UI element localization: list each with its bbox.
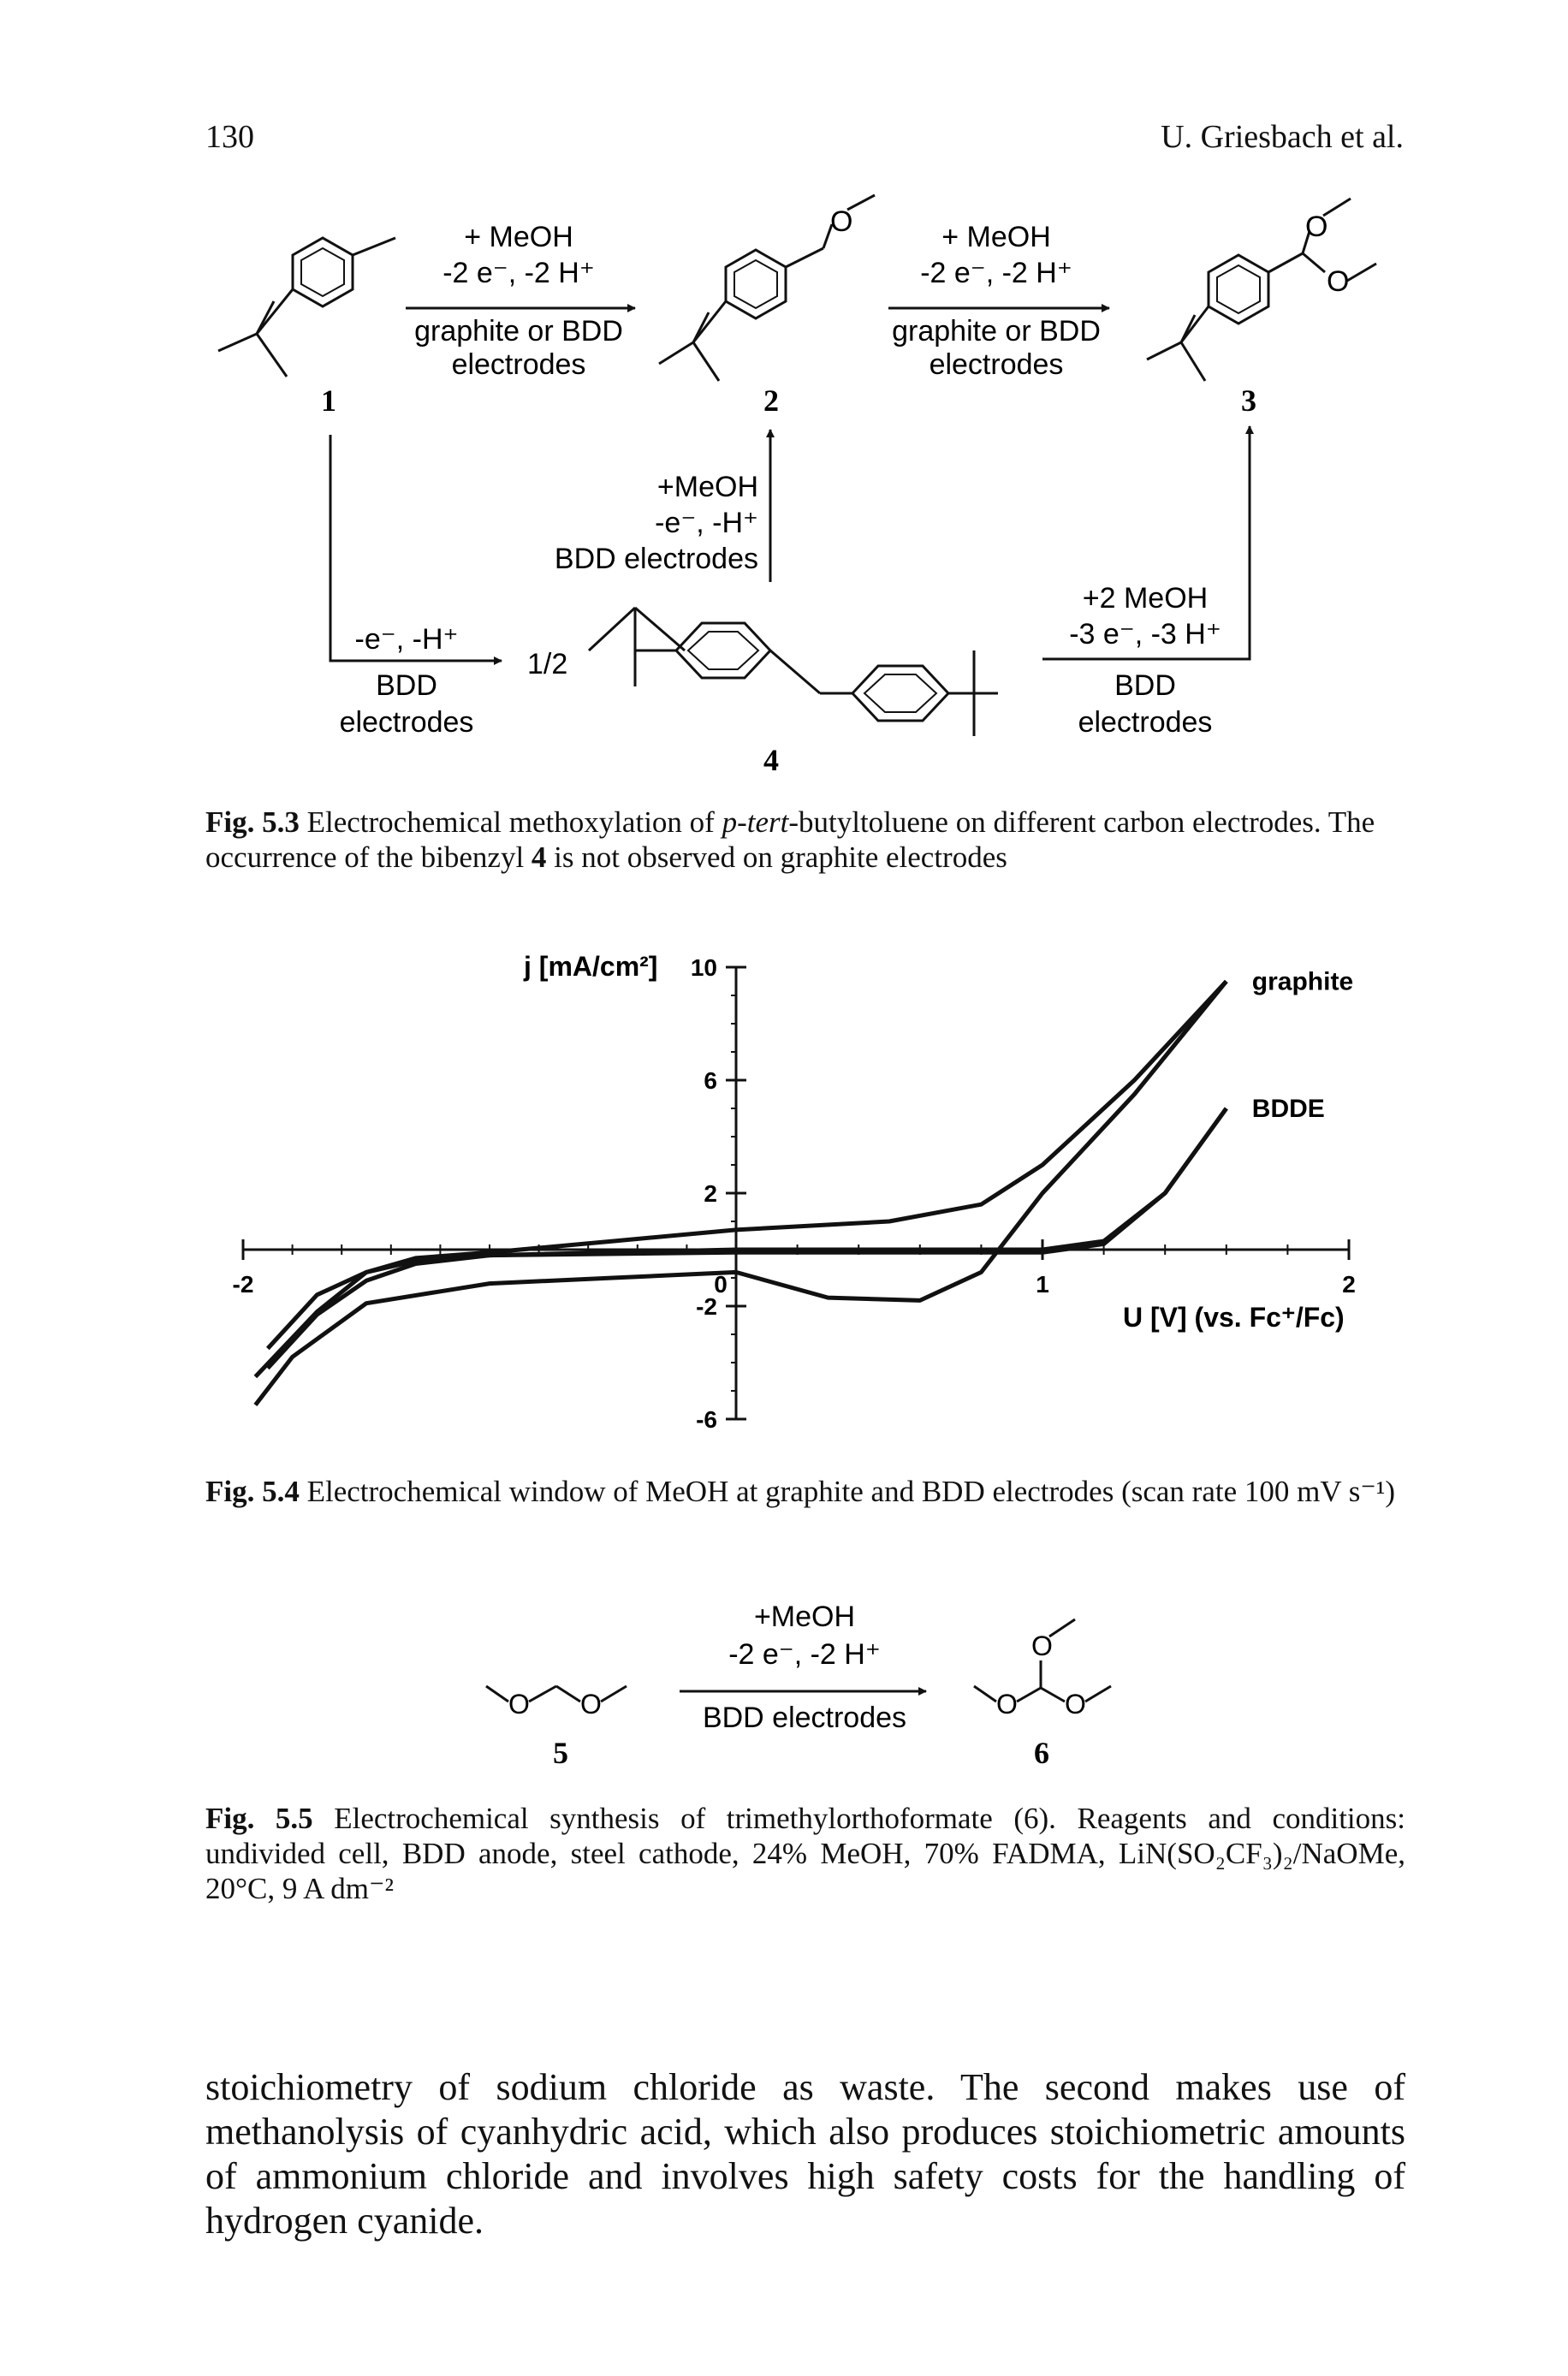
oxygen-atom-5b: O bbox=[580, 1689, 602, 1720]
y-axis-title: j [mA/cm²] bbox=[523, 951, 657, 982]
oxygen-atom-5a: O bbox=[508, 1689, 530, 1720]
caption-text-c: is not observed on graphite electrodes bbox=[554, 841, 1007, 874]
compound-label-5: 5 bbox=[553, 1736, 568, 1770]
caption-compound: 4 bbox=[531, 841, 547, 874]
bdde-reverse-scan bbox=[265, 1107, 1228, 1370]
x-tick-label: -2 bbox=[233, 1271, 254, 1298]
step-up-right-reagent: +2 MeOH bbox=[1083, 582, 1208, 615]
graphite-reverse-scan bbox=[253, 979, 1228, 1407]
step-up-right-electrons: -3 e⁻, -3 H⁺ bbox=[1069, 618, 1221, 650]
half-coefficient: 1/2 bbox=[527, 648, 567, 680]
oxygen-atom-6b: O bbox=[1065, 1689, 1086, 1720]
x-tick-label: 2 bbox=[1342, 1271, 1356, 1298]
step2-reagent: + MeOH bbox=[941, 221, 1051, 253]
caption-label: Fig. 5.5 bbox=[205, 1802, 313, 1835]
compound-label-3: 3 bbox=[1241, 383, 1256, 418]
oxygen-atom-c3-bottom: O bbox=[1327, 265, 1349, 298]
figure-caption-5-5: Fig. 5.5 Electrochemical synthesis of tr… bbox=[205, 1801, 1405, 1906]
compound-label-1: 1 bbox=[321, 383, 336, 418]
oxygen-atom-6c: O bbox=[1031, 1631, 1053, 1661]
scheme55-reagent: +MeOH bbox=[754, 1601, 855, 1633]
compound-label-4: 4 bbox=[763, 743, 779, 777]
oxygen-atom-c2: O bbox=[830, 205, 852, 238]
caption-text: Electrochemical synthesis of trimethylor… bbox=[205, 1802, 1405, 1905]
step2-condition-2: electrodes bbox=[930, 348, 1064, 381]
step2-electrons: -2 e⁻, -2 H⁺ bbox=[920, 257, 1072, 289]
step-up-mid-electrons: -e⁻, -H⁺ bbox=[655, 507, 758, 539]
y-tick-label: -6 bbox=[696, 1406, 717, 1433]
figure-caption-5-3: Fig. 5.3 Electrochemical methoxylation o… bbox=[205, 805, 1405, 875]
y-tick-label: -2 bbox=[696, 1293, 717, 1320]
graphite-forward-scan bbox=[253, 979, 1228, 1379]
figure-caption-5-4: Fig. 5.4 Electrochemical window of MeOH … bbox=[205, 1474, 1405, 1509]
step-up-mid-reagent: +MeOH bbox=[657, 471, 758, 503]
step2-condition-1: graphite or BDD bbox=[892, 315, 1101, 347]
scheme-fig-5-5: O O O O O +MeOH -2 e⁻, -2 H⁺ BDD electro… bbox=[485, 1601, 1112, 1770]
y-tick-label: 2 bbox=[704, 1180, 717, 1207]
step1-condition-1: graphite or BDD bbox=[414, 315, 623, 347]
scheme55-electrons: -2 e⁻, -2 H⁺ bbox=[728, 1638, 881, 1671]
caption-text-a: Electrochemical methoxylation of bbox=[306, 805, 715, 839]
scheme-fig-5-3: O O O + MeOH -2 e⁻, -2 H⁺ graphite or BD… bbox=[217, 193, 1377, 777]
step-down-left-condition-2: electrodes bbox=[340, 706, 474, 739]
oxygen-atom-c3-top: O bbox=[1305, 211, 1327, 243]
series-label-graphite: graphite bbox=[1252, 968, 1353, 996]
scheme55-condition: BDD electrodes bbox=[703, 1702, 906, 1734]
step-down-left-electrons: -e⁻, -H⁺ bbox=[355, 623, 459, 656]
page-number: 130 bbox=[205, 119, 254, 155]
caption-label: Fig. 5.4 bbox=[205, 1475, 300, 1508]
x-axis-title: U [V] (vs. Fc⁺/Fc) bbox=[1123, 1302, 1345, 1333]
step1-electrons: -2 e⁻, -2 H⁺ bbox=[442, 257, 595, 289]
step1-reagent: + MeOH bbox=[464, 221, 573, 253]
step-up-right-condition-2: electrodes bbox=[1078, 706, 1213, 739]
oxygen-atom-6a: O bbox=[996, 1689, 1018, 1720]
step-up-mid-condition: BDD electrodes bbox=[555, 543, 758, 575]
series-label-bdde: BDDE bbox=[1252, 1095, 1325, 1123]
running-head-authors: U. Griesbach et al. bbox=[1161, 119, 1404, 155]
x-tick-label: 1 bbox=[1036, 1271, 1049, 1298]
y-tick-label: 10 bbox=[691, 954, 717, 981]
step-up-right-condition-1: BDD bbox=[1114, 669, 1176, 702]
compound-label-6: 6 bbox=[1034, 1736, 1049, 1770]
body-paragraph: stoichiometry of sodium chloride as wast… bbox=[205, 2066, 1405, 2242]
step-down-left-condition-1: BDD bbox=[376, 669, 437, 702]
caption-text: Electrochemical window of MeOH at graphi… bbox=[306, 1475, 1395, 1508]
x-tick-label: 0 bbox=[714, 1271, 728, 1298]
step1-condition-2: electrodes bbox=[452, 348, 586, 381]
caption-label: Fig. 5.3 bbox=[205, 805, 300, 839]
y-tick-label: 6 bbox=[704, 1067, 717, 1094]
caption-text-b: -butyltoluene on different carbon electr… bbox=[205, 805, 1375, 874]
caption-text-italic: p-tert bbox=[722, 805, 789, 839]
compound-label-2: 2 bbox=[763, 383, 779, 418]
